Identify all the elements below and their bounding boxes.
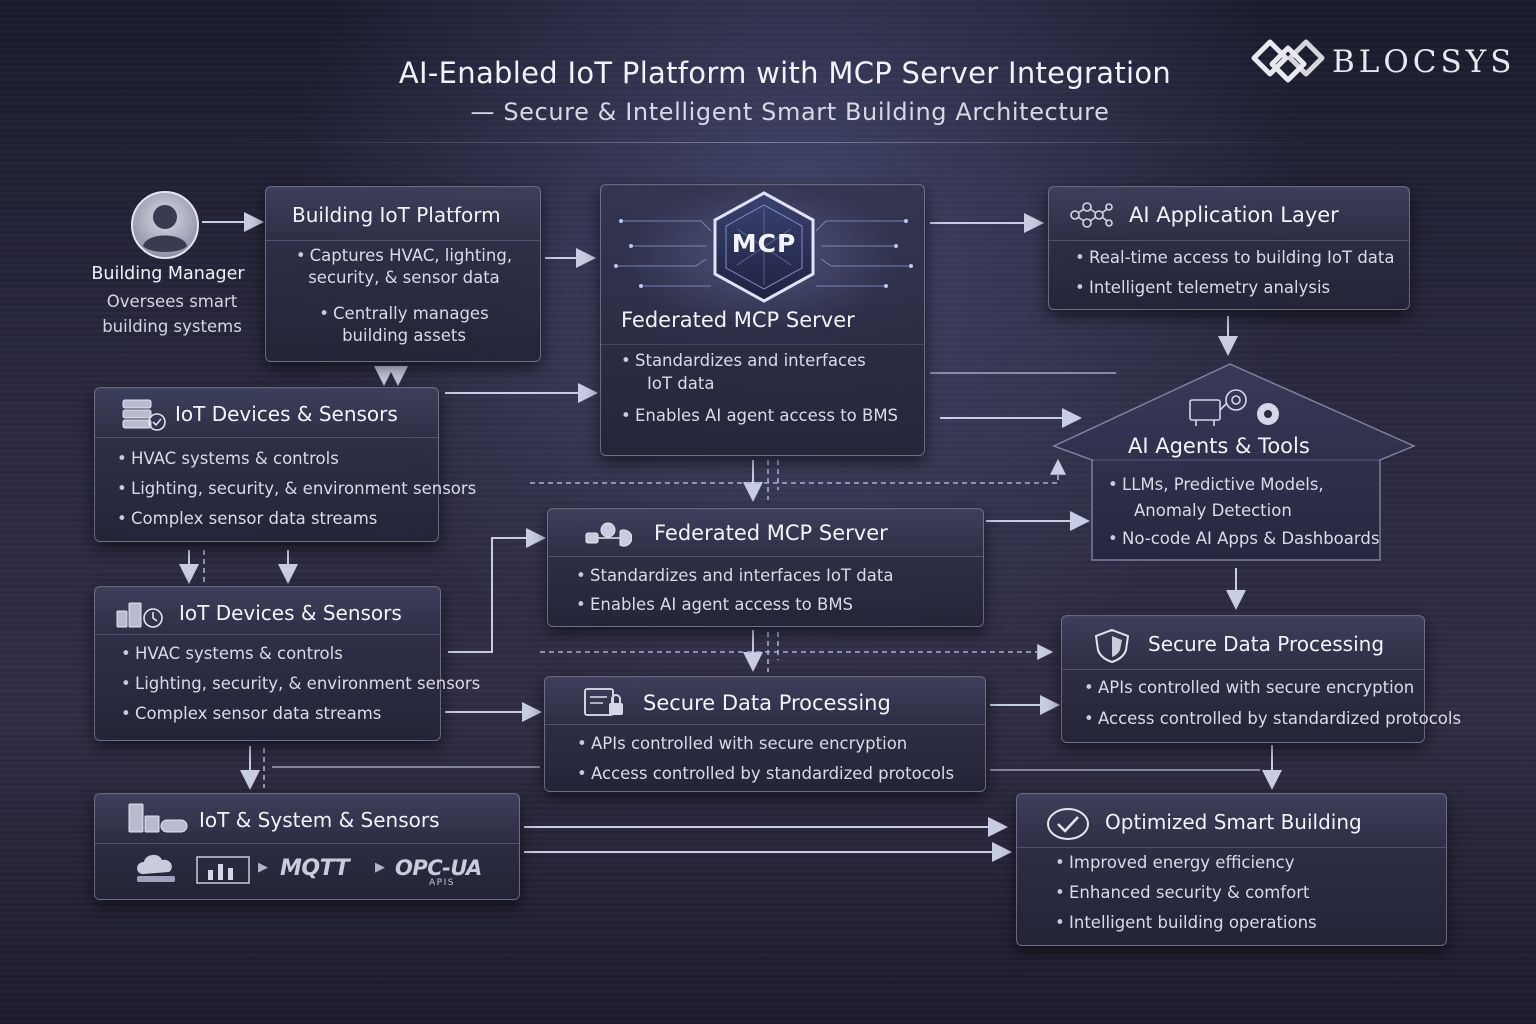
blocsys-logo: BLOCSYS	[1248, 34, 1518, 94]
mcp-second-bullet-1: Standardizes and interfaces IoT data	[576, 561, 976, 590]
user-icon	[130, 190, 200, 260]
iot1-bullet-3: Complex sensor data streams	[117, 504, 557, 534]
mcp-second-title: Federated MCP Server	[654, 521, 888, 545]
mcp-badge-text: MCP	[731, 229, 797, 258]
optimized-title: Optimized Smart Building	[1105, 810, 1362, 834]
iot2-title: IoT Devices & Sensors	[179, 601, 402, 625]
title-divider	[190, 142, 1350, 143]
network-icon	[1069, 201, 1113, 233]
flow-arrow-icon: ▶	[258, 860, 268, 875]
iot2-bullet-3: Complex sensor data streams	[121, 699, 561, 729]
flow-arrow-icon: ▶	[375, 860, 385, 875]
nodes-icon	[584, 521, 633, 551]
check-circle-icon	[1045, 806, 1091, 846]
optimized-bullet-2: Enhanced security & comfort	[1055, 878, 1435, 908]
mqtt-label: MQTT	[280, 856, 350, 881]
secure-mid-title: Secure Data Processing	[643, 691, 891, 715]
optimized-bullet-1: Improved energy efficiency	[1055, 848, 1435, 878]
optimized-bullet-3: Intelligent building operations	[1055, 908, 1435, 938]
ai-agents-title: AI Agents & Tools	[1128, 434, 1310, 458]
platform-bullet-1: Captures HVAC, lighting,security, & sens…	[274, 245, 534, 289]
page-title: AI-Enabled IoT Platform with MCP Server …	[398, 56, 1172, 90]
iot-devices-card-1: IoT Devices & Sensors HVAC systems & con…	[94, 387, 476, 542]
iot-system-sensors-card: IoT & System & Sensors ▶ MQTT ▶ OPC-UA A…	[94, 793, 520, 900]
ai-application-layer-card: AI Application Layer Real-time access to…	[1048, 186, 1410, 310]
manager-title: Building Manager	[91, 264, 245, 284]
document-lock-icon	[583, 687, 627, 723]
mcp-second-bullet-2: Enables AI agent access to BMS	[576, 590, 976, 619]
secure-right-bullet-2: Access controlled by standardized protoc…	[1084, 703, 1524, 734]
devices-icon	[115, 597, 165, 635]
page-subtitle: — Secure & Intelligent Smart Building Ar…	[470, 98, 1110, 126]
iot-devices-card-2: IoT Devices & Sensors HVAC systems & con…	[94, 586, 480, 741]
devices-icon	[119, 802, 191, 840]
shield-icon	[1092, 628, 1132, 668]
agents-gear-icon	[1186, 384, 1286, 434]
ai-app-bullet-1: Real-time access to building IoT data	[1075, 243, 1405, 273]
iot-system-title: IoT & System & Sensors	[199, 808, 440, 832]
secure-right-title: Secure Data Processing	[1148, 632, 1385, 656]
cloud-icon	[131, 850, 185, 890]
iot1-bullet-1: HVAC systems & controls	[117, 444, 557, 474]
mcp-main-bullet-2: Enables AI agent access to BMS	[621, 401, 921, 431]
secure-mid-bullet-1: APIs controlled with secure encryption	[577, 729, 987, 759]
circuit-lines-icon	[614, 219, 913, 288]
ai-app-title: AI Application Layer	[1129, 203, 1339, 227]
logo-text: BLOCSYS	[1332, 44, 1516, 80]
federated-mcp-server-card-2: Federated MCP Server Standardizes and in…	[547, 508, 984, 627]
iot1-title: IoT Devices & Sensors	[175, 402, 398, 426]
federated-mcp-server-card: MCP Federated MCP Server Standardizes an…	[600, 184, 925, 456]
secure-right-bullet-1: APIs controlled with secure encryption	[1084, 672, 1524, 703]
iot2-bullet-1: HVAC systems & controls	[121, 639, 561, 669]
ai-agents-bullet-1: LLMs, Predictive Models,Anomaly Detectio…	[1108, 472, 1418, 524]
apis-label: APIS	[429, 878, 455, 888]
opcua-label: OPC-UA	[395, 856, 482, 880]
secure-mid-bullet-2: Access controlled by standardized protoc…	[577, 759, 987, 789]
manager-line2: building systems	[102, 317, 242, 336]
iot1-bullet-2: Lighting, security, & environment sensor…	[117, 474, 557, 504]
secure-data-processing-card-mid: Secure Data Processing APIs controlled w…	[544, 676, 986, 792]
platform-title: Building IoT Platform	[292, 203, 501, 227]
logo-mark-icon	[1251, 39, 1325, 83]
ai-agents-bullet-2: No-code AI Apps & Dashboards	[1108, 524, 1418, 554]
manager-line1: Oversees smart	[106, 292, 238, 311]
iot2-bullet-2: Lighting, security, & environment sensor…	[121, 669, 561, 699]
building-iot-platform-card: Building IoT Platform Captures HVAC, lig…	[265, 186, 541, 362]
mcp-main-title: Federated MCP Server	[621, 308, 855, 332]
optimized-smart-building-card: Optimized Smart Building Improved energy…	[1016, 793, 1447, 946]
ai-app-bullet-2: Intelligent telemetry analysis	[1075, 273, 1405, 303]
database-icon	[121, 398, 167, 436]
chart-icon	[196, 856, 250, 888]
secure-data-processing-card-right: Secure Data Processing APIs controlled w…	[1061, 615, 1461, 743]
mcp-hexagon-icon: MCP	[707, 189, 821, 305]
